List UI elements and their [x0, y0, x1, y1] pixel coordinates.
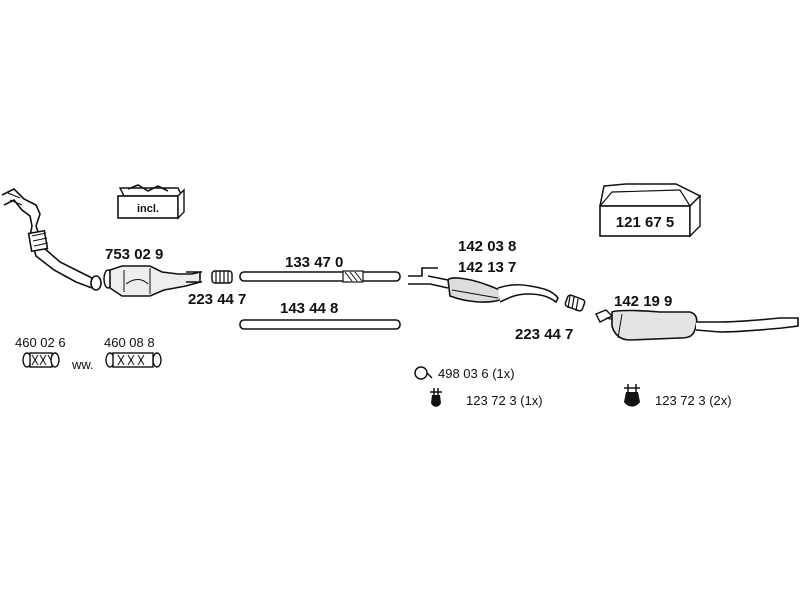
rear-silencer[interactable]	[595, 309, 799, 341]
accessory-hanger-left: 123 72 3 (1x)	[466, 393, 543, 408]
accessory-hanger-right: 123 72 3 (2x)	[655, 393, 732, 408]
mounting-kit-box: 121 67 5	[599, 183, 702, 238]
accessory-ring: 498 03 6 (1x)	[438, 366, 515, 381]
part-number-clamp-rear: 223 44 7	[515, 326, 573, 343]
middle-pipe-lower[interactable]	[239, 319, 401, 330]
part-number-center-silencer-a: 142 03 8	[458, 238, 516, 255]
kit-box-label: incl.	[137, 203, 159, 215]
part-number-clamp-front: 223 44 7	[188, 291, 246, 308]
flex-pipe-a[interactable]	[22, 352, 60, 368]
clamp-front[interactable]	[211, 270, 233, 284]
clamp-rear[interactable]	[564, 294, 586, 312]
hanger-icon	[430, 388, 442, 407]
middle-pipe-upper[interactable]	[239, 270, 401, 283]
flex-pipe-separator: ww.	[71, 357, 94, 372]
part-number-flex-pipe-b: 460 08 8	[104, 335, 155, 350]
part-number-center-silencer-b: 142 13 7	[458, 259, 516, 276]
center-silencer[interactable]	[408, 267, 559, 304]
flex-pipe-b[interactable]	[105, 352, 162, 368]
front-pipe-catalyst[interactable]	[103, 265, 202, 297]
part-number-rear-silencer: 142 19 9	[614, 293, 672, 310]
manifold-downpipe	[1, 188, 102, 291]
part-number-mounting-kit: 121 67 5	[616, 214, 674, 231]
part-number-middle-pipe-lower: 143 44 8	[280, 300, 338, 317]
hanger-icon	[624, 384, 640, 407]
kit-box-included: incl.	[117, 184, 185, 220]
part-number-front-pipe: 753 02 9	[105, 246, 163, 263]
part-number-flex-pipe-a: 460 02 6	[15, 335, 66, 350]
part-number-middle-pipe-upper: 133 47 0	[285, 254, 343, 271]
rubber-ring-icon	[414, 366, 433, 380]
